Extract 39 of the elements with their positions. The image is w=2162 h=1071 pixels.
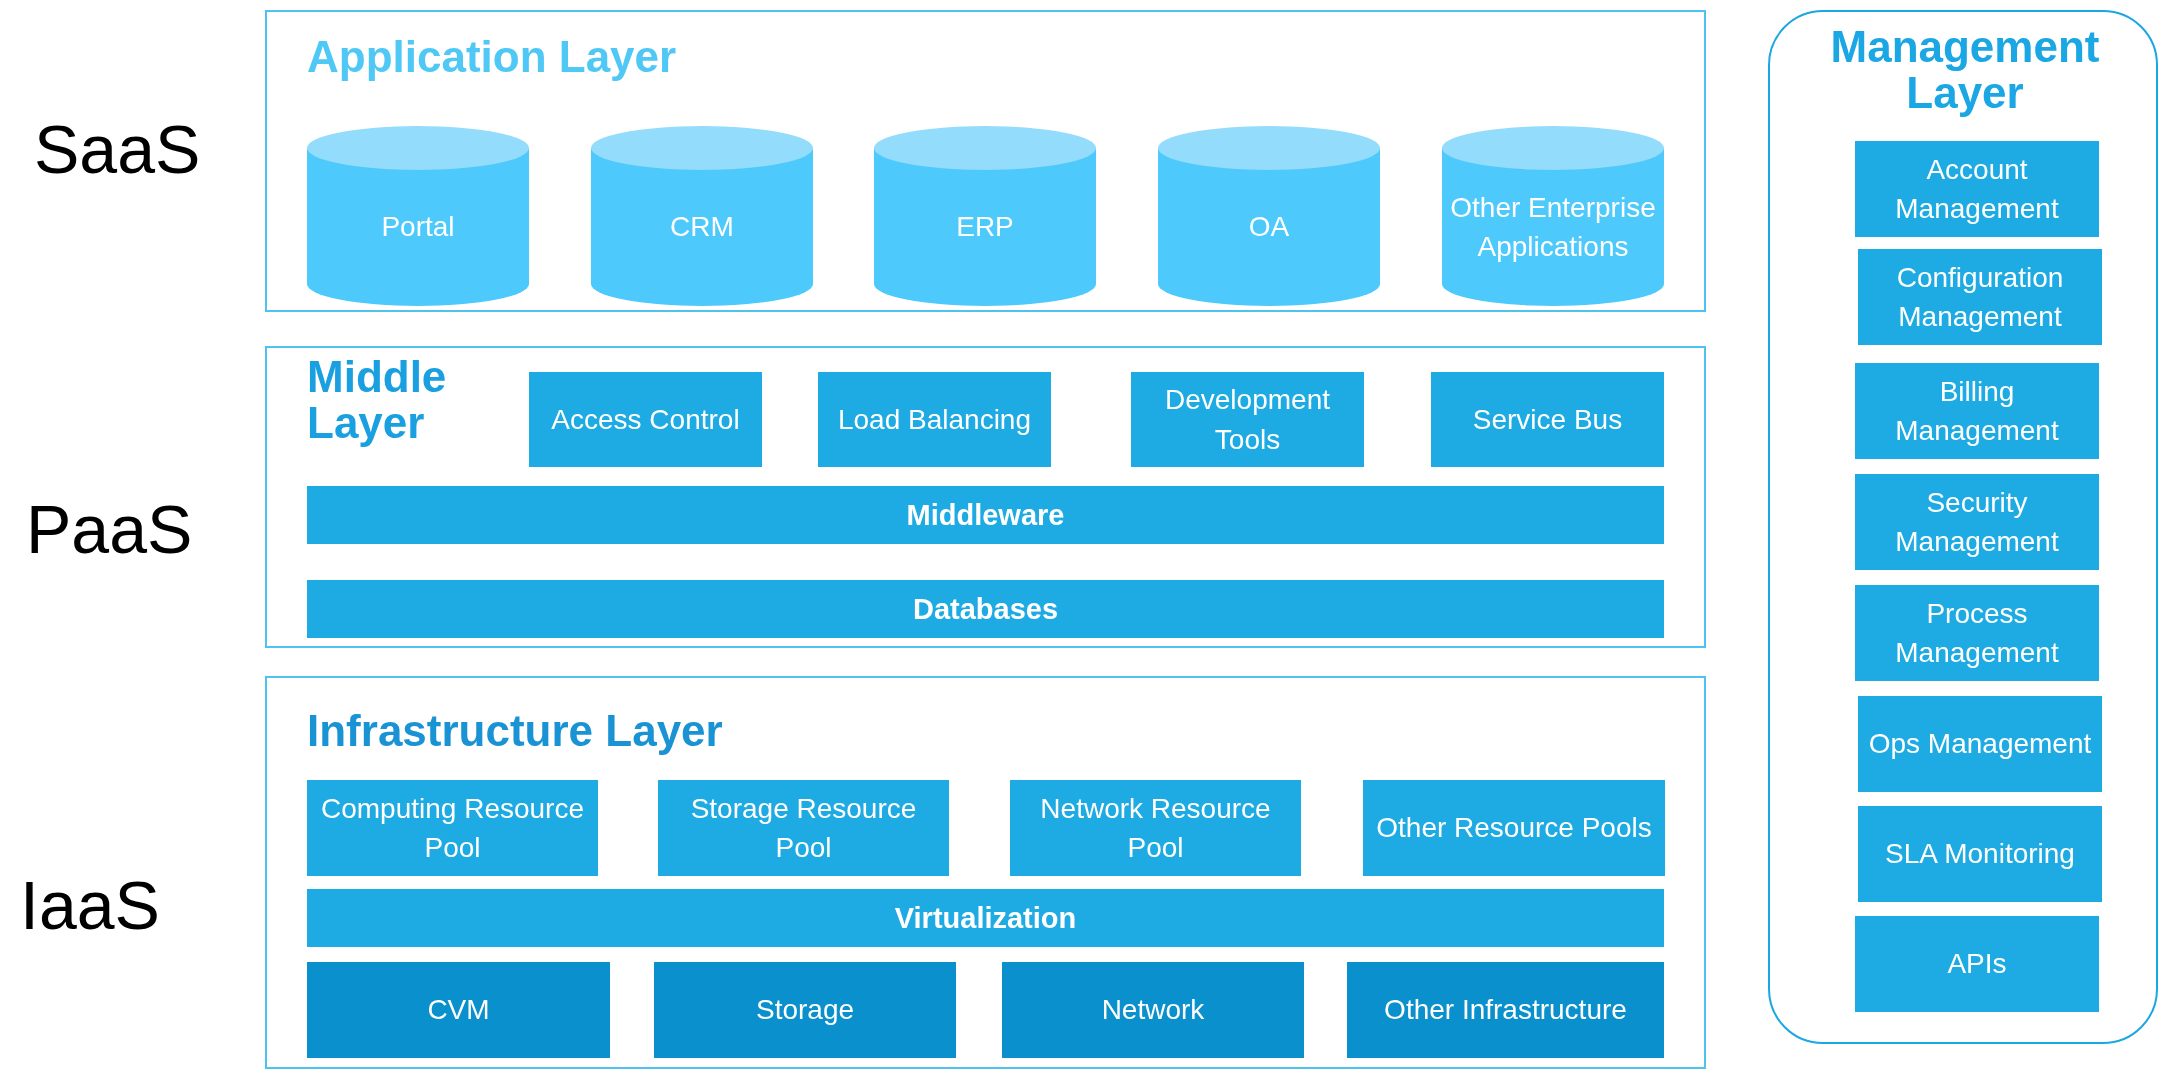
component-box: Computing Resource Pool: [307, 780, 598, 876]
management-panel: [1768, 10, 2158, 1044]
component-box: Account Management: [1855, 141, 2099, 237]
layer-panel: [265, 676, 1706, 1069]
layer-bar: Middleware: [307, 486, 1664, 544]
layer-title: Management Layer: [1829, 24, 2101, 117]
layer-title: Infrastructure Layer: [307, 708, 723, 755]
component-box: Storage: [654, 962, 956, 1058]
service-model-label: PaaS: [26, 490, 193, 568]
layer-title: Middle Layer: [307, 354, 448, 447]
component-box: Other Resource Pools: [1363, 780, 1665, 876]
service-model-label: IaaS: [20, 866, 160, 944]
component-box: Network: [1002, 962, 1304, 1058]
layer-panel: [265, 10, 1706, 312]
layer-title: Application Layer: [307, 34, 677, 81]
component-box: Service Bus: [1431, 372, 1664, 467]
component-box: Security Management: [1855, 474, 2099, 570]
component-box: SLA Monitoring: [1858, 806, 2102, 902]
component-box: Process Management: [1855, 585, 2099, 681]
component-box: Storage Resource Pool: [658, 780, 949, 876]
node-label: Portal: [381, 210, 455, 245]
node-label: ERP: [956, 210, 1014, 245]
node-label: OA: [1248, 210, 1290, 245]
layer-panel: [265, 346, 1706, 648]
component-box: Configuration Management: [1858, 249, 2102, 345]
component-box: Load Balancing: [818, 372, 1051, 467]
component-box: Ops Management: [1858, 696, 2102, 792]
component-box: Other Infrastructure: [1347, 962, 1664, 1058]
node-label: CRM: [670, 210, 734, 245]
layer-bar: Databases: [307, 580, 1664, 638]
component-box: Network Resource Pool: [1010, 780, 1301, 876]
component-box: CVM: [307, 962, 610, 1058]
service-model-label: SaaS: [34, 110, 201, 188]
component-box: Development Tools: [1131, 372, 1364, 467]
node-label: Other Enterprise Applications: [1449, 190, 1657, 264]
component-box: APIs: [1855, 916, 2099, 1012]
layer-bar: Virtualization: [307, 889, 1664, 947]
component-box: Billing Management: [1855, 363, 2099, 459]
component-box: Access Control: [529, 372, 762, 467]
